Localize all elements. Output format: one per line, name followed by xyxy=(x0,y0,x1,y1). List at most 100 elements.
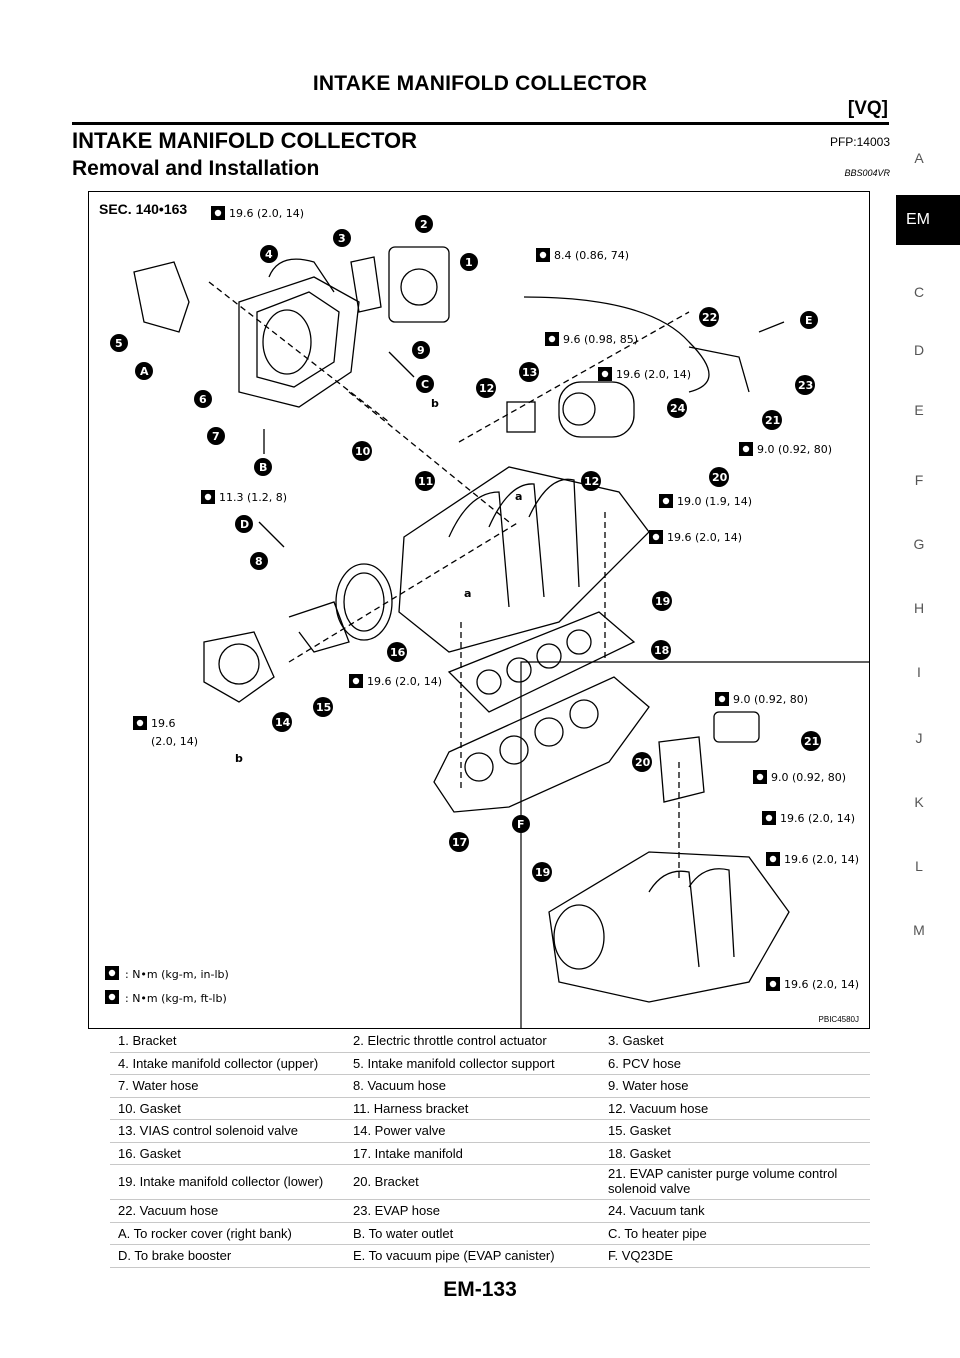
side-index-l[interactable]: L xyxy=(915,858,923,874)
part-cell: 3. Gasket xyxy=(608,1033,664,1048)
subsection-title: Removal and Installation xyxy=(72,157,320,180)
table-row: 4. Intake manifold collector (upper) 5. … xyxy=(110,1053,870,1075)
table-row: 19. Intake manifold collector (lower) 20… xyxy=(110,1165,870,1200)
part-cell: B. To water outlet xyxy=(353,1225,454,1241)
part-cell: 17. Intake manifold xyxy=(353,1145,463,1161)
side-index-g[interactable]: G xyxy=(913,536,925,552)
part-number: 8 xyxy=(255,555,263,568)
part-number: 18 xyxy=(654,644,669,657)
part-number: 12 xyxy=(584,475,599,488)
side-index-k[interactable]: K xyxy=(914,794,924,810)
side-index-c[interactable]: C xyxy=(913,284,925,300)
page-header-title: INTAKE MANIFOLD COLLECTOR xyxy=(312,72,648,95)
torque-label: 8.4 (0.86, 74) xyxy=(554,249,629,262)
part-number: 21 xyxy=(765,414,780,427)
letter-e-marker: E xyxy=(805,314,813,327)
torque-label: 19.6 xyxy=(151,717,176,730)
torque-label: 19.6 (2.0, 14) xyxy=(229,207,304,220)
part-cell: 18. Gasket xyxy=(608,1145,671,1161)
part-cell: 13. VIAS control solenoid valve xyxy=(118,1123,298,1138)
part-number-markers: 1 2 3 4 5 6 7 8 9 10 11 12 12 13 14 15 1… xyxy=(110,215,821,882)
section-number: SEC. 140•163 xyxy=(99,201,187,217)
part-number: 6 xyxy=(199,393,207,406)
torque-label: 9.0 (0.92, 80) xyxy=(757,443,832,456)
letter-b-marker: b xyxy=(431,397,439,410)
part-number: 15 xyxy=(316,701,331,714)
part-number: 11 xyxy=(418,475,433,488)
exploded-view-drawing: 19.6 (2.0, 14) 8.4 (0.86, 74) 9.6 (0.98,… xyxy=(99,201,869,1028)
side-index-j[interactable]: J xyxy=(915,730,923,746)
letter-f-marker: F xyxy=(517,818,525,831)
table-row: 22. Vacuum hose 23. EVAP hose 24. Vacuum… xyxy=(110,1200,870,1223)
letter-a-marker: a xyxy=(464,587,471,600)
letter-c-marker: C xyxy=(421,378,429,391)
part-number: 13 xyxy=(522,366,537,379)
torque-label: 19.6 (2.0, 14) xyxy=(784,978,859,991)
part-cell: D. To brake booster xyxy=(118,1248,232,1263)
torque-label: 19.6 (2.0, 14) xyxy=(367,675,442,688)
part-number: 21 xyxy=(804,735,819,748)
part-cell: 16. Gasket xyxy=(118,1145,181,1161)
side-index-i[interactable]: I xyxy=(917,664,921,680)
torque-label: 19.6 (2.0, 14) xyxy=(784,853,859,866)
side-index-f[interactable]: F xyxy=(914,472,924,488)
exploded-view-figure: 19.6 (2.0, 14) 8.4 (0.86, 74) 9.6 (0.98,… xyxy=(88,191,870,1029)
table-row: D. To brake booster E. To vacuum pipe (E… xyxy=(110,1245,870,1268)
torque-label: 19.6 (2.0, 14) xyxy=(667,531,742,544)
part-cell: 12. Vacuum hose xyxy=(608,1100,709,1116)
side-index-em[interactable]: EM xyxy=(896,195,960,245)
table-row: 7. Water hose 8. Vacuum hose 9. Water ho… xyxy=(110,1075,870,1098)
part-number: 7 xyxy=(212,430,220,443)
side-index-m[interactable]: M xyxy=(913,922,925,938)
part-cell: 19. Intake manifold collector (lower) xyxy=(118,1174,324,1189)
legend-ftlb: : N•m (kg-m, ft-lb) xyxy=(125,992,227,1005)
part-number: 10 xyxy=(355,445,371,458)
part-number: 19 xyxy=(535,866,550,879)
part-cell: C. To heater pipe xyxy=(608,1225,707,1241)
part-cell: 1. Bracket xyxy=(118,1033,177,1048)
torque-label: 9.0 (0.92, 80) xyxy=(771,771,846,784)
part-cell: 5. Intake manifold collector support xyxy=(353,1055,555,1071)
table-row: 1. Bracket 2. Electric throttle control … xyxy=(110,1030,870,1053)
torque-label: 9.0 (0.92, 80) xyxy=(733,693,808,706)
engine-label: [VQ] xyxy=(847,98,888,119)
letter-a-marker: A xyxy=(140,365,149,378)
part-number: 17 xyxy=(452,836,467,849)
header-rule xyxy=(72,122,889,125)
part-cell: 7. Water hose xyxy=(118,1078,199,1093)
letter-d-marker: D xyxy=(240,518,249,531)
page-number: EM-133 xyxy=(443,1278,517,1301)
table-row: A. To rocker cover (right bank) B. To wa… xyxy=(110,1223,870,1245)
reference-code: BBS004VR xyxy=(844,168,890,178)
part-cell: 20. Bracket xyxy=(353,1174,419,1189)
part-cell: 4. Intake manifold collector (upper) xyxy=(118,1055,319,1071)
part-cell: 11. Harness bracket xyxy=(353,1100,469,1116)
part-number: 24 xyxy=(670,402,686,415)
side-index-a[interactable]: A xyxy=(914,150,924,166)
pfp-code: PFP:14003 xyxy=(829,135,890,149)
part-number: 20 xyxy=(712,471,728,484)
part-number: 5 xyxy=(115,337,123,350)
part-number: 9 xyxy=(417,344,425,357)
figure-code: PBIC4580J xyxy=(818,1015,859,1024)
part-number: 23 xyxy=(798,379,813,392)
part-number: 3 xyxy=(338,232,346,245)
table-row: 16. Gasket 17. Intake manifold 18. Gaske… xyxy=(110,1143,870,1165)
part-cell: 15. Gasket xyxy=(608,1123,671,1138)
part-number: 4 xyxy=(265,248,273,261)
side-index-e[interactable]: E xyxy=(914,402,924,418)
part-cell: A. To rocker cover (right bank) xyxy=(118,1225,292,1241)
torque-label: (2.0, 14) xyxy=(151,735,198,748)
part-number: 12 xyxy=(479,382,494,395)
part-number: 1 xyxy=(465,256,473,269)
part-number: 2 xyxy=(420,218,428,231)
part-cell: 6. PCV hose xyxy=(608,1055,681,1071)
legend-inlb: : N•m (kg-m, in-lb) xyxy=(125,968,229,981)
torque-label: 11.3 (1.2, 8) xyxy=(219,491,287,504)
torque-callouts: 19.6 (2.0, 14) 8.4 (0.86, 74) 9.6 (0.98,… xyxy=(133,206,859,991)
side-index-h[interactable]: H xyxy=(913,600,925,616)
side-index-d[interactable]: D xyxy=(913,342,925,358)
torque-label: 9.6 (0.98, 85) xyxy=(563,333,638,346)
part-number: 16 xyxy=(390,646,406,659)
torque-label: 19.6 (2.0, 14) xyxy=(616,368,691,381)
